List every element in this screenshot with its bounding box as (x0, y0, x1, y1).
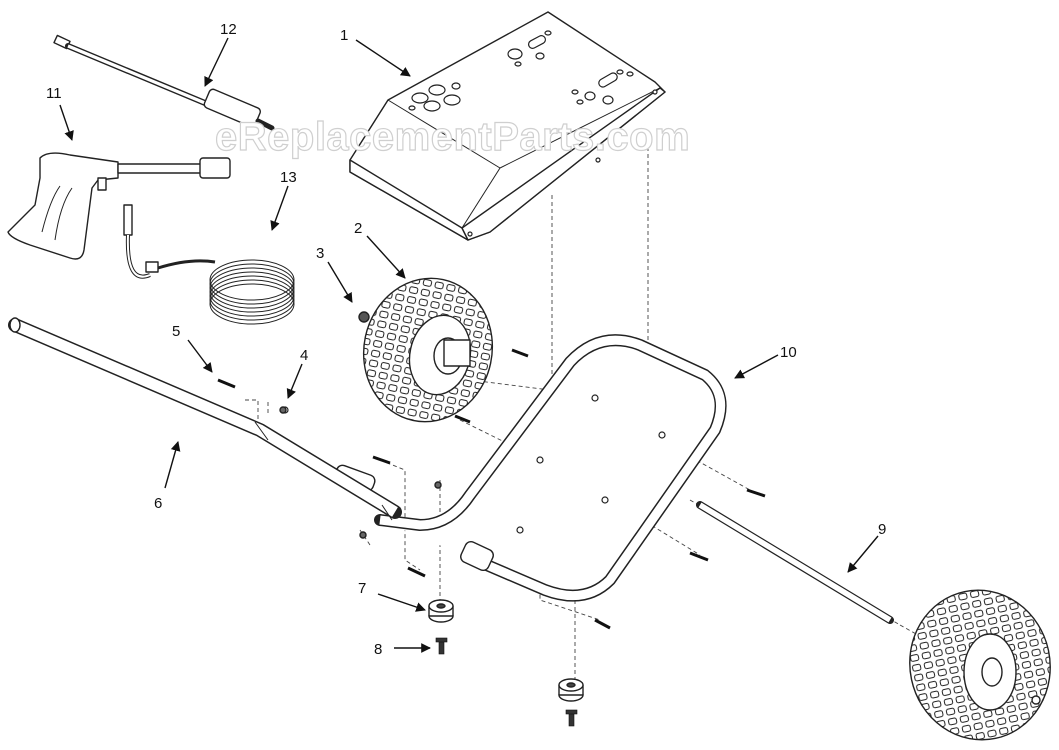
hose-part (123, 204, 295, 325)
spray-gun-part (7, 152, 231, 260)
callout-4: 4 (300, 347, 308, 364)
callout-3: 3 (316, 245, 324, 262)
front-wheel-part (362, 277, 494, 423)
axle-part (696, 501, 894, 624)
lance-part (53, 34, 275, 131)
rear-wheel-part (909, 589, 1051, 741)
frame-part (281, 334, 727, 602)
callout-11: 11 (46, 85, 62, 102)
screw-part (435, 637, 578, 727)
foot-part (428, 599, 584, 702)
callout-5: 5 (172, 323, 180, 340)
callout-7: 7 (358, 580, 366, 597)
callout-13: 13 (280, 169, 297, 186)
callout-arrows (59, 37, 879, 653)
handle-part (8, 317, 402, 521)
watermark-text: eReplacementParts.com (215, 115, 690, 159)
callout-1: 1 (340, 27, 348, 44)
callout-12: 12 (220, 21, 237, 38)
callout-10: 10 (780, 344, 797, 361)
callout-8: 8 (374, 641, 382, 658)
callout-6: 6 (154, 495, 162, 512)
fasteners (217, 348, 766, 630)
callout-2: 2 (354, 220, 362, 237)
nut-part (358, 311, 370, 323)
shroud-panel-part (349, 11, 666, 241)
callout-labels: 1 2 3 4 5 6 7 8 9 10 11 12 13 (46, 21, 886, 658)
callout-9: 9 (878, 521, 886, 538)
